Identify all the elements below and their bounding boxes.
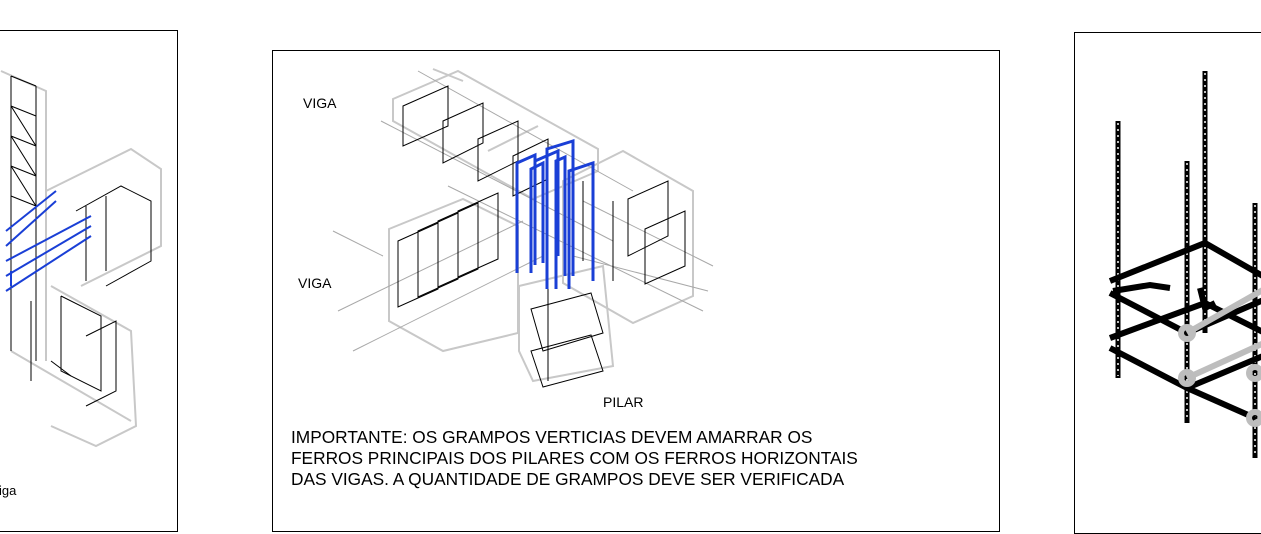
left-ghost-outlines — [0, 70, 162, 448]
right-grey-hoops — [1178, 287, 1261, 427]
left-cage-lines — [10, 75, 152, 407]
note-line: IMPORTANTE: OS GRAMPOS VERTICIAS DEVEM A… — [291, 427, 813, 447]
right-vertical-bars — [1115, 71, 1258, 458]
center-blue-u-bars — [515, 138, 595, 289]
right-black-stirrups — [1108, 239, 1261, 421]
left-isometric-drawing — [0, 70, 162, 448]
center-ghost-outlines — [388, 68, 694, 383]
label-viga-mid: VIGA — [298, 275, 332, 291]
center-construction-lines — [332, 70, 714, 352]
label-viga-top: VIGA — [303, 95, 337, 111]
note-line: DAS VIGAS. A QUANTIDADE DE GRAMPOS DEVE … — [291, 469, 845, 489]
right-rebar-3d-drawing — [1108, 71, 1261, 458]
center-isometric-drawing — [332, 68, 714, 388]
left-label: iga — [0, 483, 17, 498]
center-drawing-panel: VIGA VIGA PILAR IMPORTANTE: OS GRAMPOS V… — [272, 50, 1000, 532]
note-line: FERROS PRINCIPAIS DOS PILARES COM OS FER… — [291, 448, 858, 468]
right-drawing-panel — [1074, 32, 1261, 534]
label-pilar: PILAR — [603, 394, 644, 410]
left-drawing-panel: iga — [0, 30, 178, 532]
center-stirrups — [397, 85, 686, 388]
left-blue-bars — [5, 190, 92, 292]
important-note: IMPORTANTE: OS GRAMPOS VERTICIAS DEVEM A… — [291, 427, 991, 490]
